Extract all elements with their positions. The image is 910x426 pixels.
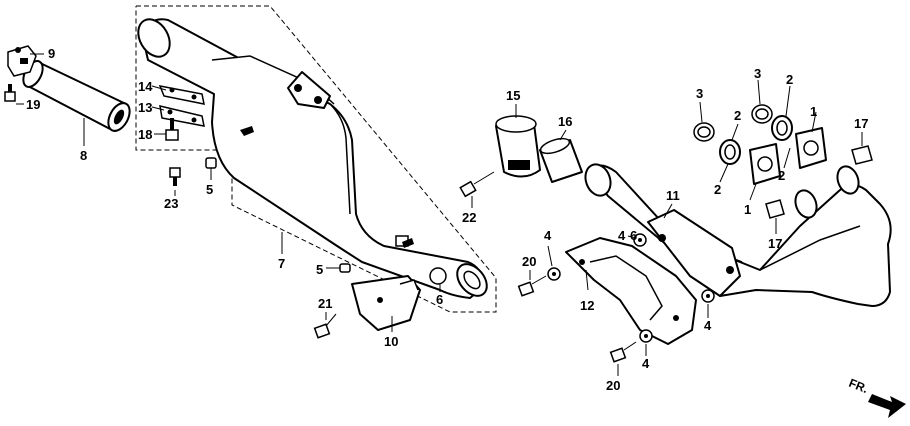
callout-labels: 1 1 2 2 2 2 3 3 4 4 4 4 5 5 6 6 7 8 9 10…	[26, 46, 868, 393]
callout-20: 20	[522, 254, 536, 269]
callout-5: 5	[206, 182, 213, 197]
callout-5: 5	[316, 262, 323, 277]
nut-part-4-d	[639, 329, 653, 343]
callout-3: 3	[754, 66, 761, 81]
cap-part-5	[205, 157, 217, 169]
nut-part-4-a	[547, 267, 561, 281]
callout-13: 13	[138, 100, 152, 115]
callout-18: 18	[138, 127, 152, 142]
front-direction-indicator: FR.	[847, 376, 906, 418]
flange-part-1-b	[795, 127, 827, 169]
clamp-part-9	[7, 45, 37, 77]
heat-shield-part-10	[351, 275, 421, 331]
bolt-part-22	[459, 171, 495, 198]
callout-4: 4	[704, 318, 712, 333]
bolt-part-20-b	[609, 341, 637, 363]
leader-lines	[16, 53, 863, 376]
callout-8: 8	[80, 148, 87, 163]
cap-part-17-b	[765, 199, 785, 219]
callout-1: 1	[810, 104, 817, 119]
nut-part-4-c	[701, 289, 715, 303]
callout-12: 12	[580, 298, 594, 313]
muffler-part-7	[137, 18, 488, 299]
callout-16: 16	[558, 114, 572, 129]
callout-2: 2	[714, 182, 721, 197]
gasket-plate-part-14	[158, 85, 205, 105]
callout-7: 7	[278, 256, 285, 271]
cap-part-17-a	[851, 145, 873, 165]
muffler-group-frame	[135, 5, 497, 313]
callout-4: 4	[642, 356, 650, 371]
callout-10: 10	[384, 334, 398, 349]
front-label: FR.	[847, 376, 870, 396]
callout-23: 23	[164, 196, 178, 211]
bolt-part-19	[4, 84, 16, 102]
bolt-part-20-a	[517, 275, 547, 297]
callout-2: 2	[778, 168, 785, 183]
ring-part-3-b	[751, 104, 773, 124]
callout-9: 9	[48, 46, 55, 61]
bolt-part-18	[165, 118, 179, 141]
clamp-band-part-15	[495, 115, 541, 178]
header-pipe-part-11	[584, 163, 892, 307]
collar-part-2-b	[771, 115, 793, 141]
front-arrow-icon	[868, 394, 906, 418]
nut-part-4-b	[633, 233, 647, 247]
cap-part-5-lower	[339, 263, 351, 273]
callout-19: 19	[26, 97, 40, 112]
callout-22: 22	[462, 210, 476, 225]
callout-6: 6	[436, 292, 443, 307]
callout-2: 2	[786, 72, 793, 87]
callout-21: 21	[318, 296, 332, 311]
callout-15: 15	[506, 88, 520, 103]
collar-part-2-a	[719, 139, 741, 165]
sleeve-part-16	[539, 137, 583, 183]
callout-6: 6	[630, 228, 637, 243]
callout-11: 11	[666, 188, 680, 203]
ring-part-3-a	[693, 122, 715, 142]
bolt-part-21	[313, 313, 337, 339]
callout-4: 4	[618, 228, 626, 243]
callout-2: 2	[734, 108, 741, 123]
callout-14: 14	[138, 79, 153, 94]
flange-part-1-a	[749, 143, 781, 185]
gasket-plate-part-13	[159, 105, 205, 127]
callout-3: 3	[696, 86, 703, 101]
bolt-part-23	[169, 167, 181, 186]
callout-4: 4	[544, 228, 552, 243]
callout-20: 20	[606, 378, 620, 393]
callout-17: 17	[768, 236, 782, 251]
callout-1: 1	[744, 202, 751, 217]
callout-17: 17	[854, 116, 868, 131]
heat-guard-part-12	[565, 237, 697, 345]
